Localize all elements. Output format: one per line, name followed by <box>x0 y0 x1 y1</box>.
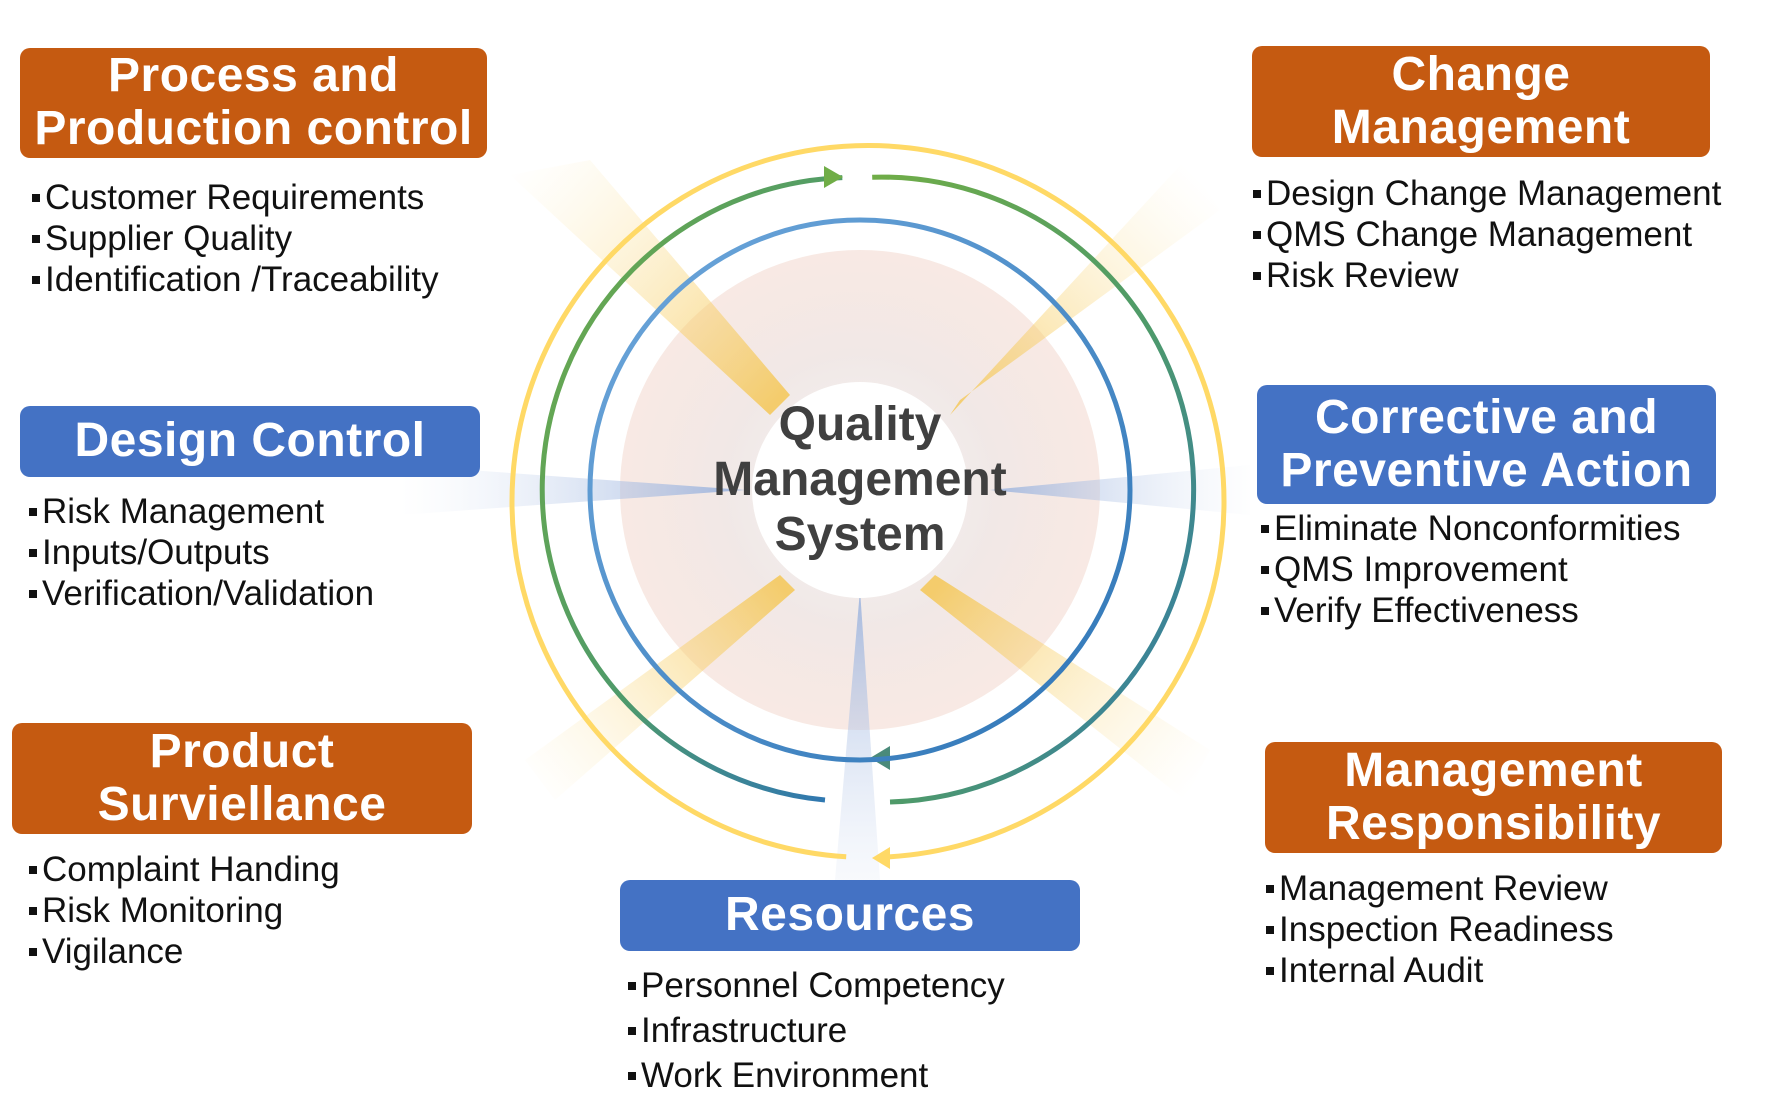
list-item: Verify Effectiveness <box>1261 590 1681 631</box>
list-item: Risk Monitoring <box>29 890 340 931</box>
list-item: Personnel Competency <box>628 963 1005 1008</box>
change-management-title-1: Change <box>1391 47 1571 101</box>
list-item: QMS Improvement <box>1261 549 1681 590</box>
list-item: Design Change Management <box>1253 173 1721 214</box>
ray-left <box>400 465 745 515</box>
change-management-list: Design Change Management QMS Change Mana… <box>1253 173 1721 296</box>
list-item: Complaint Handing <box>29 849 340 890</box>
management-responsibility-title-1: Management <box>1344 743 1643 797</box>
ray-upper-right <box>950 160 1220 415</box>
ray-lower-left <box>525 575 795 800</box>
list-item: Internal Audit <box>1266 950 1614 991</box>
list-item: Vigilance <box>29 931 340 972</box>
list-item: Risk Management <box>29 491 374 532</box>
list-item: Identification /Traceability <box>32 259 439 300</box>
management-responsibility-box: Management Responsibility <box>1265 742 1722 853</box>
process-production-title-2: Production control <box>34 102 473 155</box>
outer-cycle-ring <box>509 142 1227 860</box>
product-surveillance-title-2: Surviellance <box>97 777 387 831</box>
middle-cycle-arc-right <box>872 174 1197 805</box>
outer-cycle-arrowhead <box>872 847 890 869</box>
list-item: Verification/Validation <box>29 573 374 614</box>
middle-cycle-arc-left <box>539 175 843 803</box>
list-item: Inputs/Outputs <box>29 532 374 573</box>
list-item: Supplier Quality <box>32 218 439 259</box>
list-item: Inspection Readiness <box>1266 909 1614 950</box>
ray-bottom <box>835 590 880 880</box>
product-surveillance-title-1: Product <box>149 724 335 778</box>
center-disc <box>752 382 968 598</box>
inner-cycle-ring <box>587 217 1133 763</box>
design-control-box: Design Control <box>20 406 480 477</box>
process-production-list: Customer Requirements Supplier Quality I… <box>32 177 439 300</box>
management-responsibility-title-2: Responsibility <box>1325 796 1662 850</box>
center-title-line-3: System <box>774 508 946 561</box>
capa-title-1: Corrective and <box>1314 390 1659 444</box>
ray-right <box>990 465 1250 515</box>
capa-title-2: Preventive Action <box>1280 443 1693 497</box>
list-item: Customer Requirements <box>32 177 439 218</box>
resources-title: Resources <box>725 888 975 942</box>
product-surveillance-box: Product Surviellance <box>12 723 472 834</box>
design-control-title: Design Control <box>74 414 426 468</box>
capa-list: Eliminate Nonconformities QMS Improvemen… <box>1261 508 1681 631</box>
center-title-line-1: Quality <box>778 398 942 451</box>
process-production-box: Process and Production control <box>20 48 487 158</box>
list-item: Eliminate Nonconformities <box>1261 508 1681 549</box>
process-production-title-1: Process and <box>108 49 399 103</box>
ray-upper-left <box>510 160 790 415</box>
management-responsibility-list: Management Review Inspection Readiness I… <box>1266 868 1614 991</box>
list-item: QMS Change Management <box>1253 214 1721 255</box>
design-control-list: Risk Management Inputs/Outputs Verificat… <box>29 491 374 614</box>
resources-list: Personnel Competency Infrastructure Work… <box>628 963 1005 1098</box>
product-surveillance-list: Complaint Handing Risk Monitoring Vigila… <box>29 849 340 972</box>
ray-lower-right <box>920 575 1210 800</box>
center-title: Quality Management System <box>700 397 1020 562</box>
change-management-box: Change Management <box>1252 46 1710 157</box>
center-title-line-2: Management <box>713 453 1007 506</box>
change-management-title-2: Management <box>1331 100 1631 154</box>
resources-box: Resources <box>620 880 1080 951</box>
capa-box: Corrective and Preventive Action <box>1257 385 1716 504</box>
list-item: Infrastructure <box>628 1008 1005 1053</box>
list-item: Work Environment <box>628 1053 1005 1098</box>
list-item: Risk Review <box>1253 255 1721 296</box>
middle-cycle-arrowhead-top <box>824 166 843 188</box>
list-item: Management Review <box>1266 868 1614 909</box>
